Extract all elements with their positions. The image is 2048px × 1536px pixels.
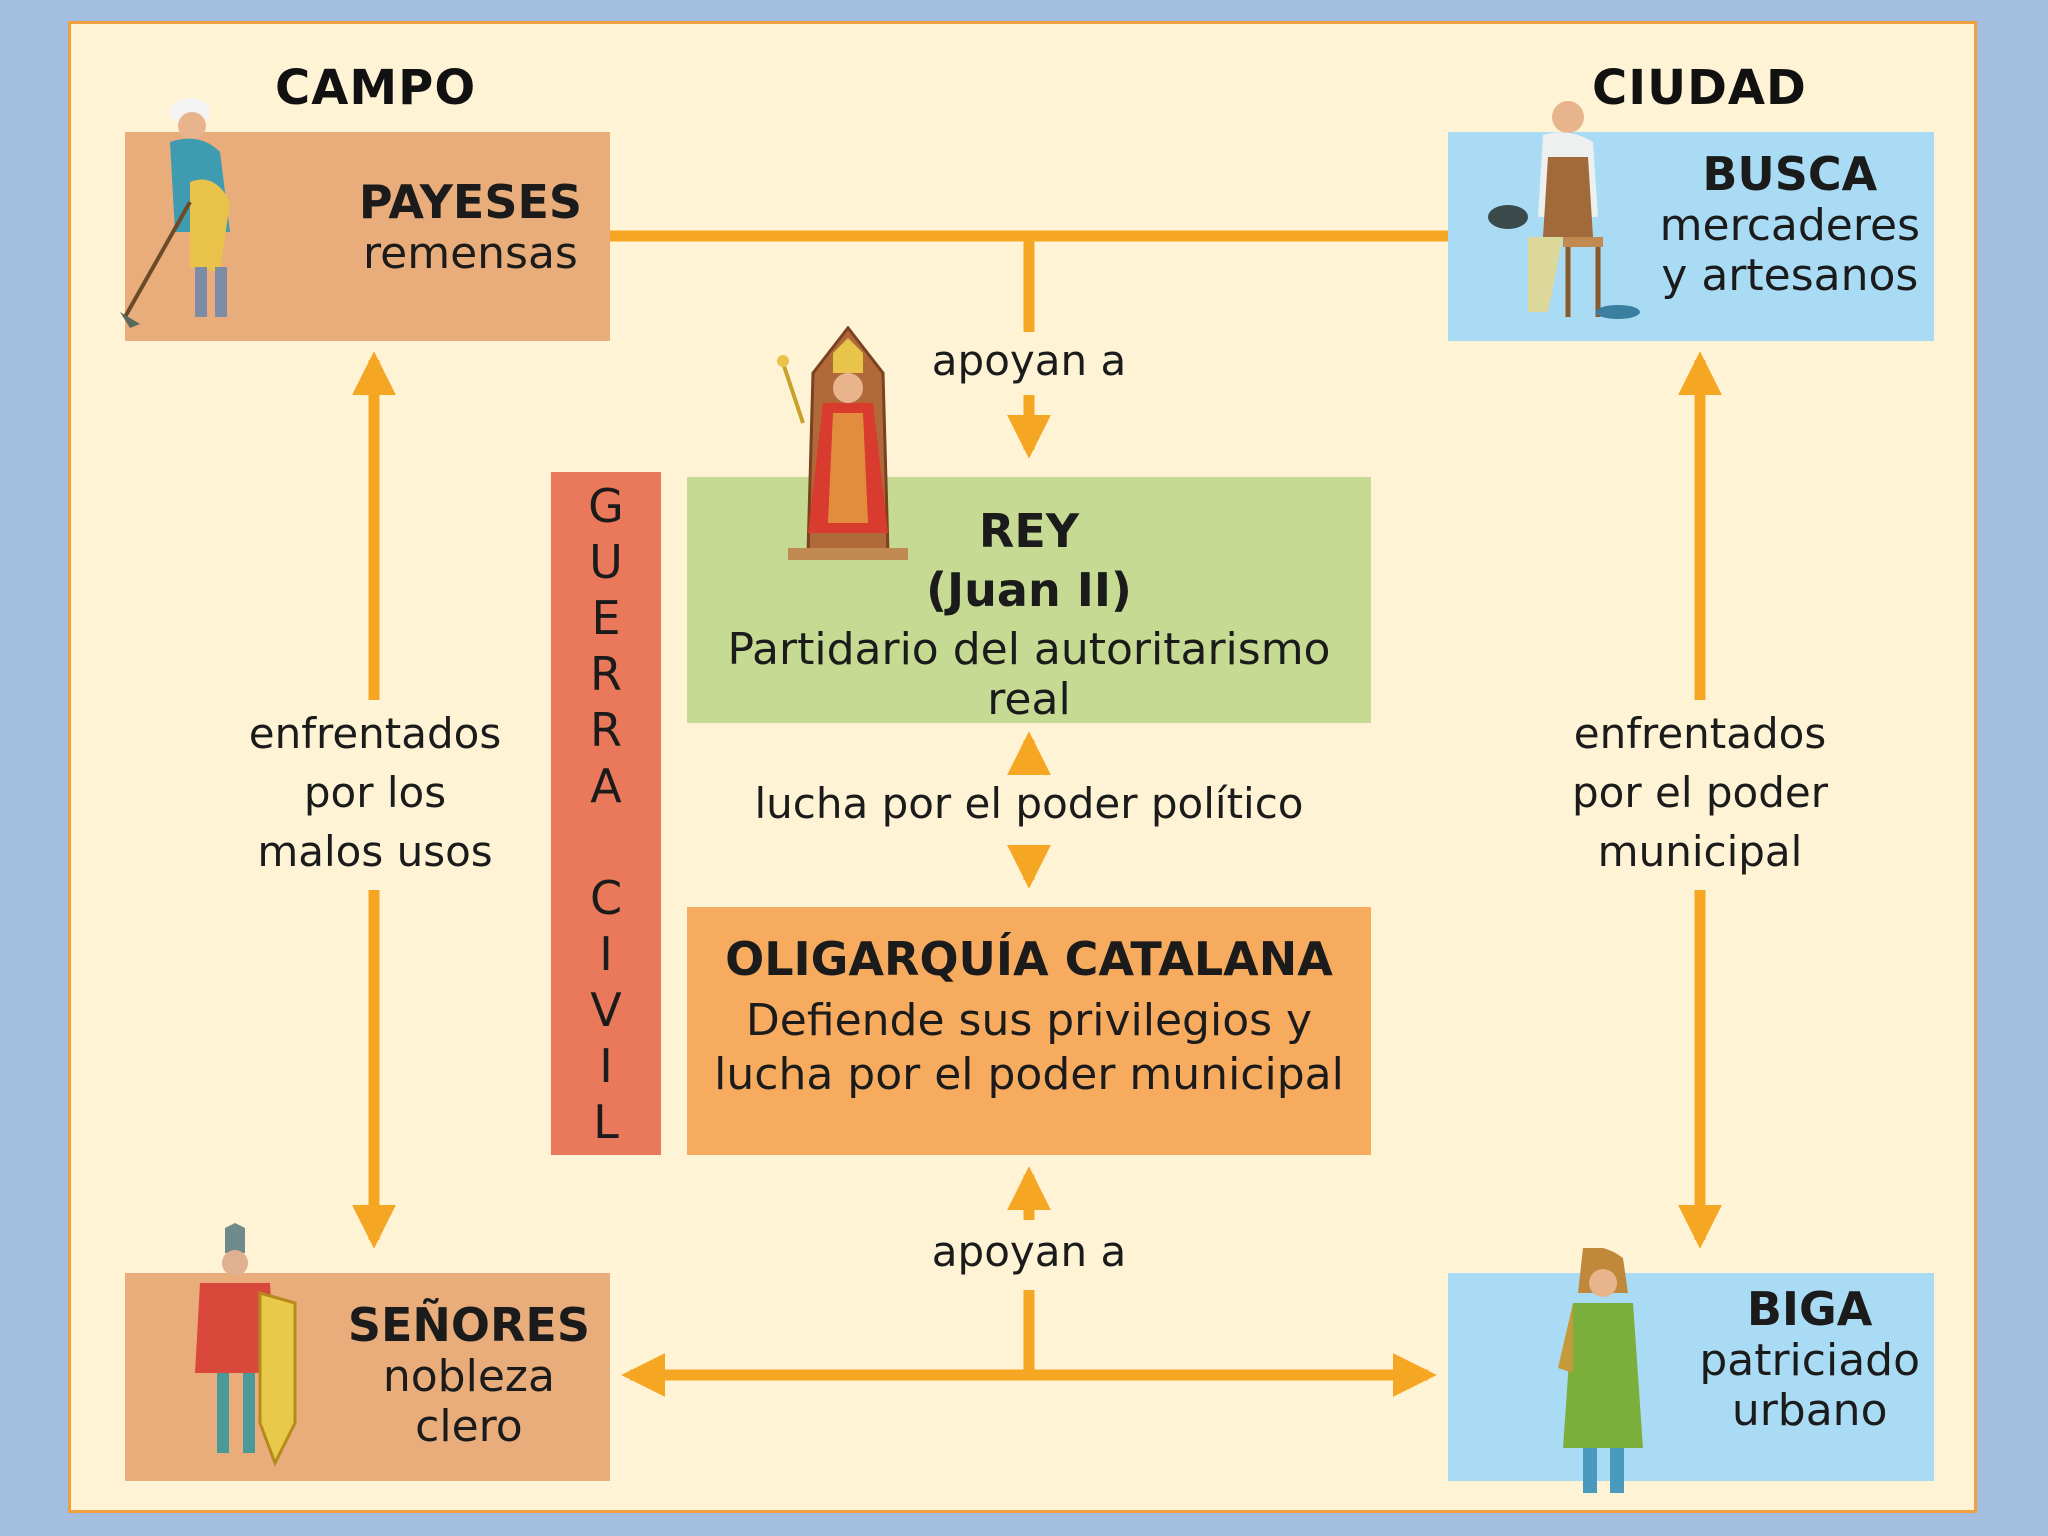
guerra-civil-letter: G [588,479,624,533]
label-right-line1: enfrentados [1573,709,1827,758]
guerra-civil-letter: R [590,703,622,757]
senores-line2: clero [415,1401,523,1453]
king-on-throne-icon [777,325,908,560]
payeses-box: PAYESES remensas [120,98,610,341]
senores-box: SEÑORES nobleza clero [125,1223,610,1481]
guerra-civil-letter [551,814,661,870]
seated-artisan-icon [1488,101,1640,319]
guerra-civil-letter: L [593,1095,619,1149]
knight-with-shield-icon [195,1223,297,1467]
guerra-civil-letter: I [599,1039,613,1093]
label-apoyan-top: apoyan a [900,332,1158,391]
biga-title: BIGA [1746,1282,1873,1336]
busca-box: BUSCA mercaderes y artesanos [1448,101,1934,341]
label-left-line1: enfrentados [248,709,502,758]
rey-box: REY (Juan II) Partidario del autoritaris… [687,477,1371,726]
senores-line1: nobleza [382,1350,555,1402]
guerra-civil-letter: V [590,983,622,1037]
payeses-subtitle: remensas [363,227,578,279]
label-right-line2: por el poder [1572,767,1828,817]
label-apoyan-bottom: apoyan a [900,1223,1158,1282]
guerra-civil-letter: I [599,927,613,981]
oligarquia-box: OLIGARQUÍA CATALANA Defiende sus privile… [687,907,1371,1155]
oligarquia-line1: Defiende sus privilegios y [745,994,1313,1046]
biga-line2: urbano [1731,1385,1888,1437]
biga-box: BIGA patriciado urbano [1448,1248,1934,1493]
heading-ciudad: CIUDAD [1592,60,1807,116]
peasant-hoeing-icon [120,98,230,328]
noble-burgher-icon [1558,1248,1643,1493]
busca-line1: mercaderes [1659,199,1920,251]
label-lucha: lucha por el poder político [740,775,1318,834]
busca-title: BUSCA [1702,147,1878,201]
label-right-conflict: enfrentados por el poder municipal [1550,705,1850,882]
senores-title: SEÑORES [347,1298,590,1352]
oligarquia-line2: lucha por el poder municipal [714,1049,1344,1101]
busca-line2: y artesanos [1661,250,1919,302]
rey-description: Partidario del autoritarismo real [727,623,1331,726]
rey-name: (Juan II) [926,562,1132,617]
heading-campo: CAMPO [275,60,477,116]
guerra-civil-letter: C [589,871,623,925]
payeses-title: PAYESES [358,175,582,229]
oligarquia-title: OLIGARQUÍA CATALANA [725,932,1333,986]
rey-title: REY [978,504,1080,558]
label-left-conflict: enfrentados por los malos usos [225,705,525,882]
biga-line1: patriciado [1699,1334,1920,1386]
label-right-line3: municipal [1597,826,1803,876]
guerra-civil-letter: U [589,535,623,589]
label-left-line2: por los [303,767,447,817]
guerra-civil-letter: A [590,759,622,813]
label-left-line3: malos usos [257,826,493,876]
guerra-civil-letter: R [590,647,622,701]
guerra-civil-letter: E [591,591,621,645]
